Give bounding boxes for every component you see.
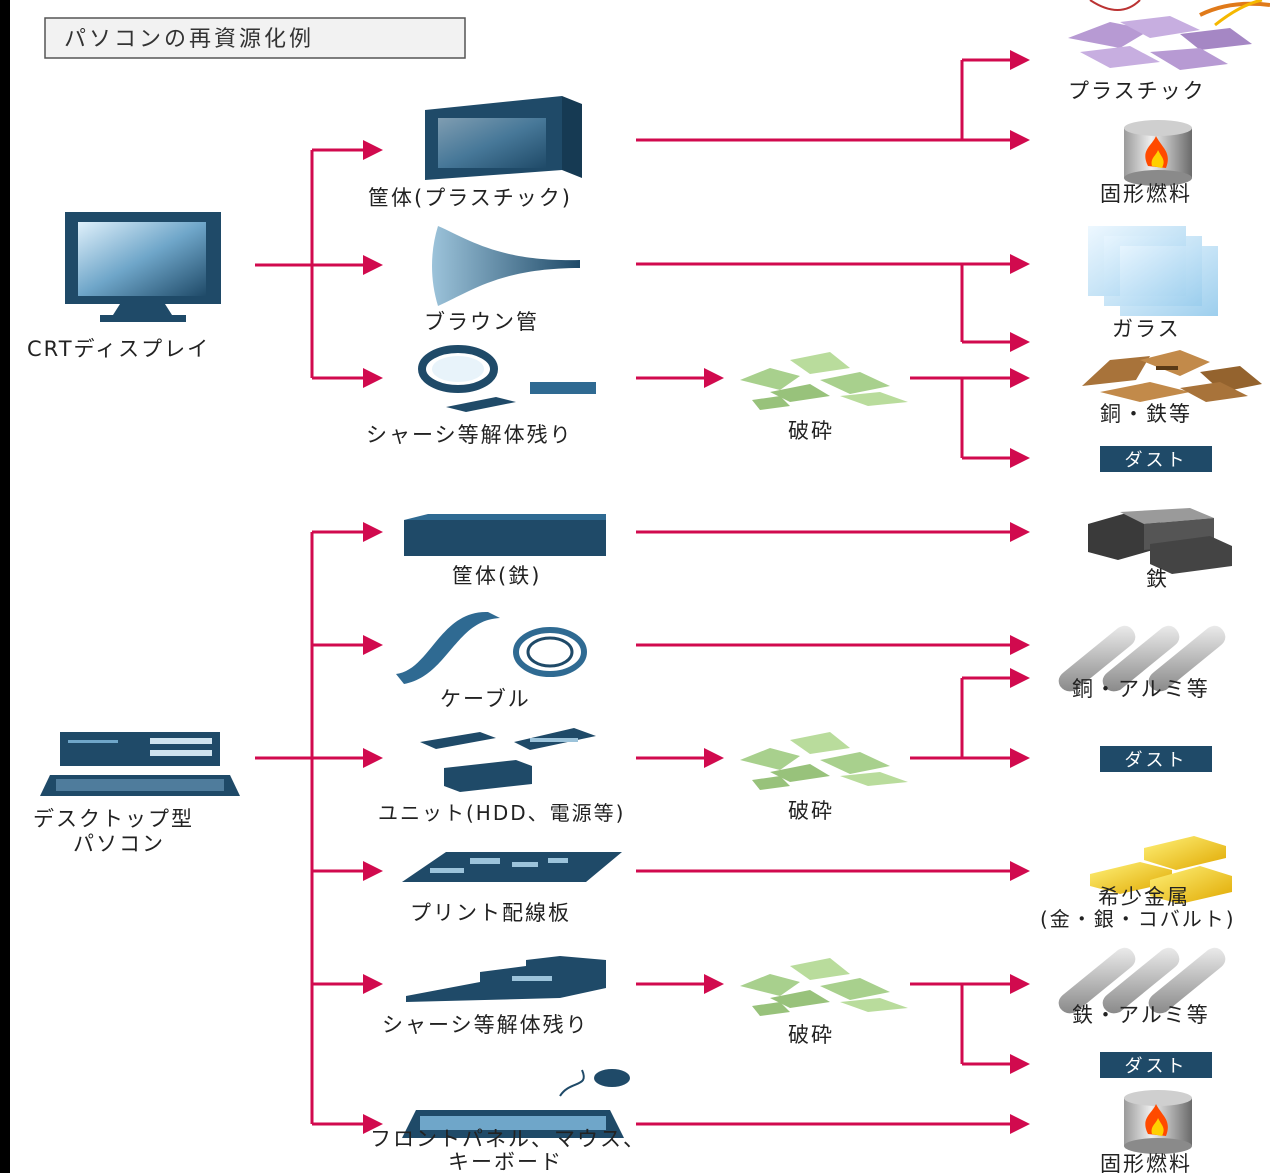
plastic-casing-icon — [425, 96, 582, 180]
desktop-pc-label-line1: デスクトップ型 — [33, 807, 194, 831]
front-panel-label-line2: キーボード — [448, 1150, 563, 1173]
output-solid-fuel-label-2: 固形燃料 — [1100, 1152, 1192, 1173]
output-dust-label-1: ダスト — [1125, 450, 1188, 471]
dust-badge-3: ダスト — [1100, 1052, 1212, 1078]
desktop-chassis-remnant-icon — [406, 956, 606, 1002]
title-box: パソコンの再資源化例 — [44, 17, 466, 59]
desktop-chassis-label: シャーシ等解体残り — [382, 1013, 589, 1037]
solid-fuel-drum-icon-1 — [1124, 120, 1192, 186]
output-copper-iron-label: 銅・鉄等 — [1100, 402, 1192, 426]
dust-badge-1: ダスト — [1100, 446, 1212, 472]
output-dust-label-2: ダスト — [1125, 750, 1188, 771]
output-iron-aluminum-label: 鉄・アルミ等 — [1072, 1003, 1210, 1027]
output-glass-label: ガラス — [1112, 317, 1181, 341]
crt-tube-label: ブラウン管 — [424, 310, 539, 334]
crt-tube-icon — [432, 226, 580, 306]
crushed-material-icon-2 — [740, 732, 908, 790]
cable-label: ケーブル — [440, 687, 531, 711]
diagram-panel — [10, 0, 1270, 1173]
front-panel-label-line1: フロントパネル、マウス、 — [370, 1127, 646, 1151]
iron-blocks-icon — [1088, 508, 1232, 574]
copper-aluminum-rods-icon — [1058, 625, 1226, 692]
corner-flourish-decoration — [1089, 0, 1270, 27]
keyboard-mouse-icon — [402, 1069, 630, 1138]
flow-arrows — [255, 50, 1030, 1134]
output-solid-fuel-label-1: 固形燃料 — [1100, 182, 1192, 206]
output-copper-aluminum-label: 銅・アルミ等 — [1072, 677, 1210, 701]
dust-badge-2: ダスト — [1100, 746, 1212, 772]
solid-fuel-drum-icon-2 — [1124, 1090, 1192, 1154]
crush-label-2: 破砕 — [788, 799, 834, 823]
desktop-pc-icon — [40, 732, 240, 796]
output-iron-label: 鉄 — [1146, 567, 1169, 591]
iron-casing-label: 筐体(鉄) — [452, 564, 541, 588]
copper-iron-scrap-icon — [1082, 350, 1262, 402]
unit-label: ユニット(HDD、電源等) — [378, 801, 625, 825]
crush-label-3: 破砕 — [788, 1023, 834, 1047]
plastic-pieces-icon — [1068, 16, 1252, 70]
crushed-material-icon-1 — [740, 352, 908, 410]
crt-chassis-remnant-icon — [418, 345, 596, 412]
output-rare-metal-label-line1: 希少金属 — [1098, 885, 1190, 909]
page-title: パソコンの再資源化例 — [64, 27, 314, 52]
crt-casing-label: 筐体(プラスチック) — [368, 186, 572, 210]
output-dust-label-3: ダスト — [1125, 1056, 1188, 1077]
unit-hdd-icon — [420, 728, 596, 792]
iron-casing-icon — [404, 514, 606, 556]
gold-ingots-icon — [1090, 836, 1232, 904]
crt-display-icon — [65, 212, 221, 322]
crushed-material-icon-3 — [740, 958, 908, 1016]
pcb-label: プリント配線板 — [410, 901, 571, 925]
iron-aluminum-rods-icon — [1058, 947, 1226, 1014]
crush-label-1: 破砕 — [788, 419, 834, 443]
output-plastic-label: プラスチック — [1068, 79, 1206, 103]
output-rare-metal-label-line2: (金・銀・コバルト) — [1040, 907, 1236, 931]
cable-icon — [396, 611, 587, 684]
desktop-pc-label-line2: パソコン — [73, 832, 165, 856]
crt-chassis-label: シャーシ等解体残り — [366, 423, 573, 447]
crt-display-label: CRTディスプレイ — [27, 337, 210, 361]
pcb-board-icon — [402, 852, 622, 882]
glass-sheets-icon — [1088, 226, 1218, 316]
